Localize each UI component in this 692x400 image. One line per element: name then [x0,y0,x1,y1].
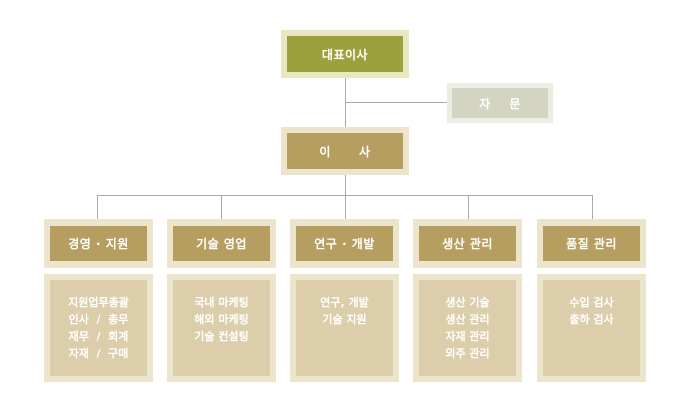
ceo-label: 대표이사 [287,36,403,72]
dept-header-rnd: 연구 · 개발 [290,219,399,268]
dept-label: 생산 관리 [419,226,516,261]
dept-desc-production: 생산 기술 생산 관리 자재 관리 외주 관리 [413,274,522,382]
dept-item: 연구, 개발 [320,296,369,309]
dept-desc-management: 지원업무총괄 인사 / 총무 재무 / 회계 자재 / 구매 [44,274,153,382]
dept-item: 인사 / 총무 [68,313,129,326]
connector-dept-3 [345,195,346,220]
advisory-label: 자 문 [452,88,548,118]
dept-item: 국내 마케팅 [194,296,249,309]
advisory-box: 자 문 [447,83,553,123]
dept-label: 연구 · 개발 [296,226,393,261]
dept-header-production: 생산 관리 [413,219,522,268]
connector-dept-4 [468,195,469,220]
connector-dept-2 [221,195,222,220]
dept-desc-tech-sales: 국내 마케팅 해외 마케팅 기술 컨설팅 [167,274,276,382]
dept-item: 자재 / 구매 [68,347,129,360]
dept-item: 생산 기술 [445,296,490,309]
dept-item: 재무 / 회계 [68,330,129,343]
director-label: 이 사 [287,133,403,169]
connector-advisory [345,102,448,103]
dept-label: 경영 · 지원 [50,226,147,261]
dept-header-management: 경영 · 지원 [44,219,153,268]
dept-item: 지원업무총괄 [68,296,129,309]
dept-item: 출하 검사 [569,313,614,326]
dept-item: 해외 마케팅 [194,313,249,326]
connector-horizontal-bus [97,195,592,196]
director-box: 이 사 [281,127,409,175]
dept-item: 자재 관리 [445,330,490,343]
dept-desc-rnd: 연구, 개발 기술 지원 [290,274,399,382]
connector-dept-1 [97,195,98,220]
dept-item: 기술 컨설팅 [194,330,249,343]
dept-item: 생산 관리 [445,313,490,326]
dept-label: 기술 영업 [173,226,270,261]
dept-desc-quality: 수입 검사 출하 검사 [537,274,646,382]
dept-item: 외주 관리 [445,347,490,360]
connector-director-bus [345,172,346,195]
dept-label: 품질 관리 [543,226,640,261]
dept-item: 기술 지원 [322,313,367,326]
dept-header-tech-sales: 기술 영업 [167,219,276,268]
connector-dept-5 [592,195,593,220]
dept-header-quality: 품질 관리 [537,219,646,268]
dept-item: 수입 검사 [569,296,614,309]
ceo-box: 대표이사 [281,30,409,78]
